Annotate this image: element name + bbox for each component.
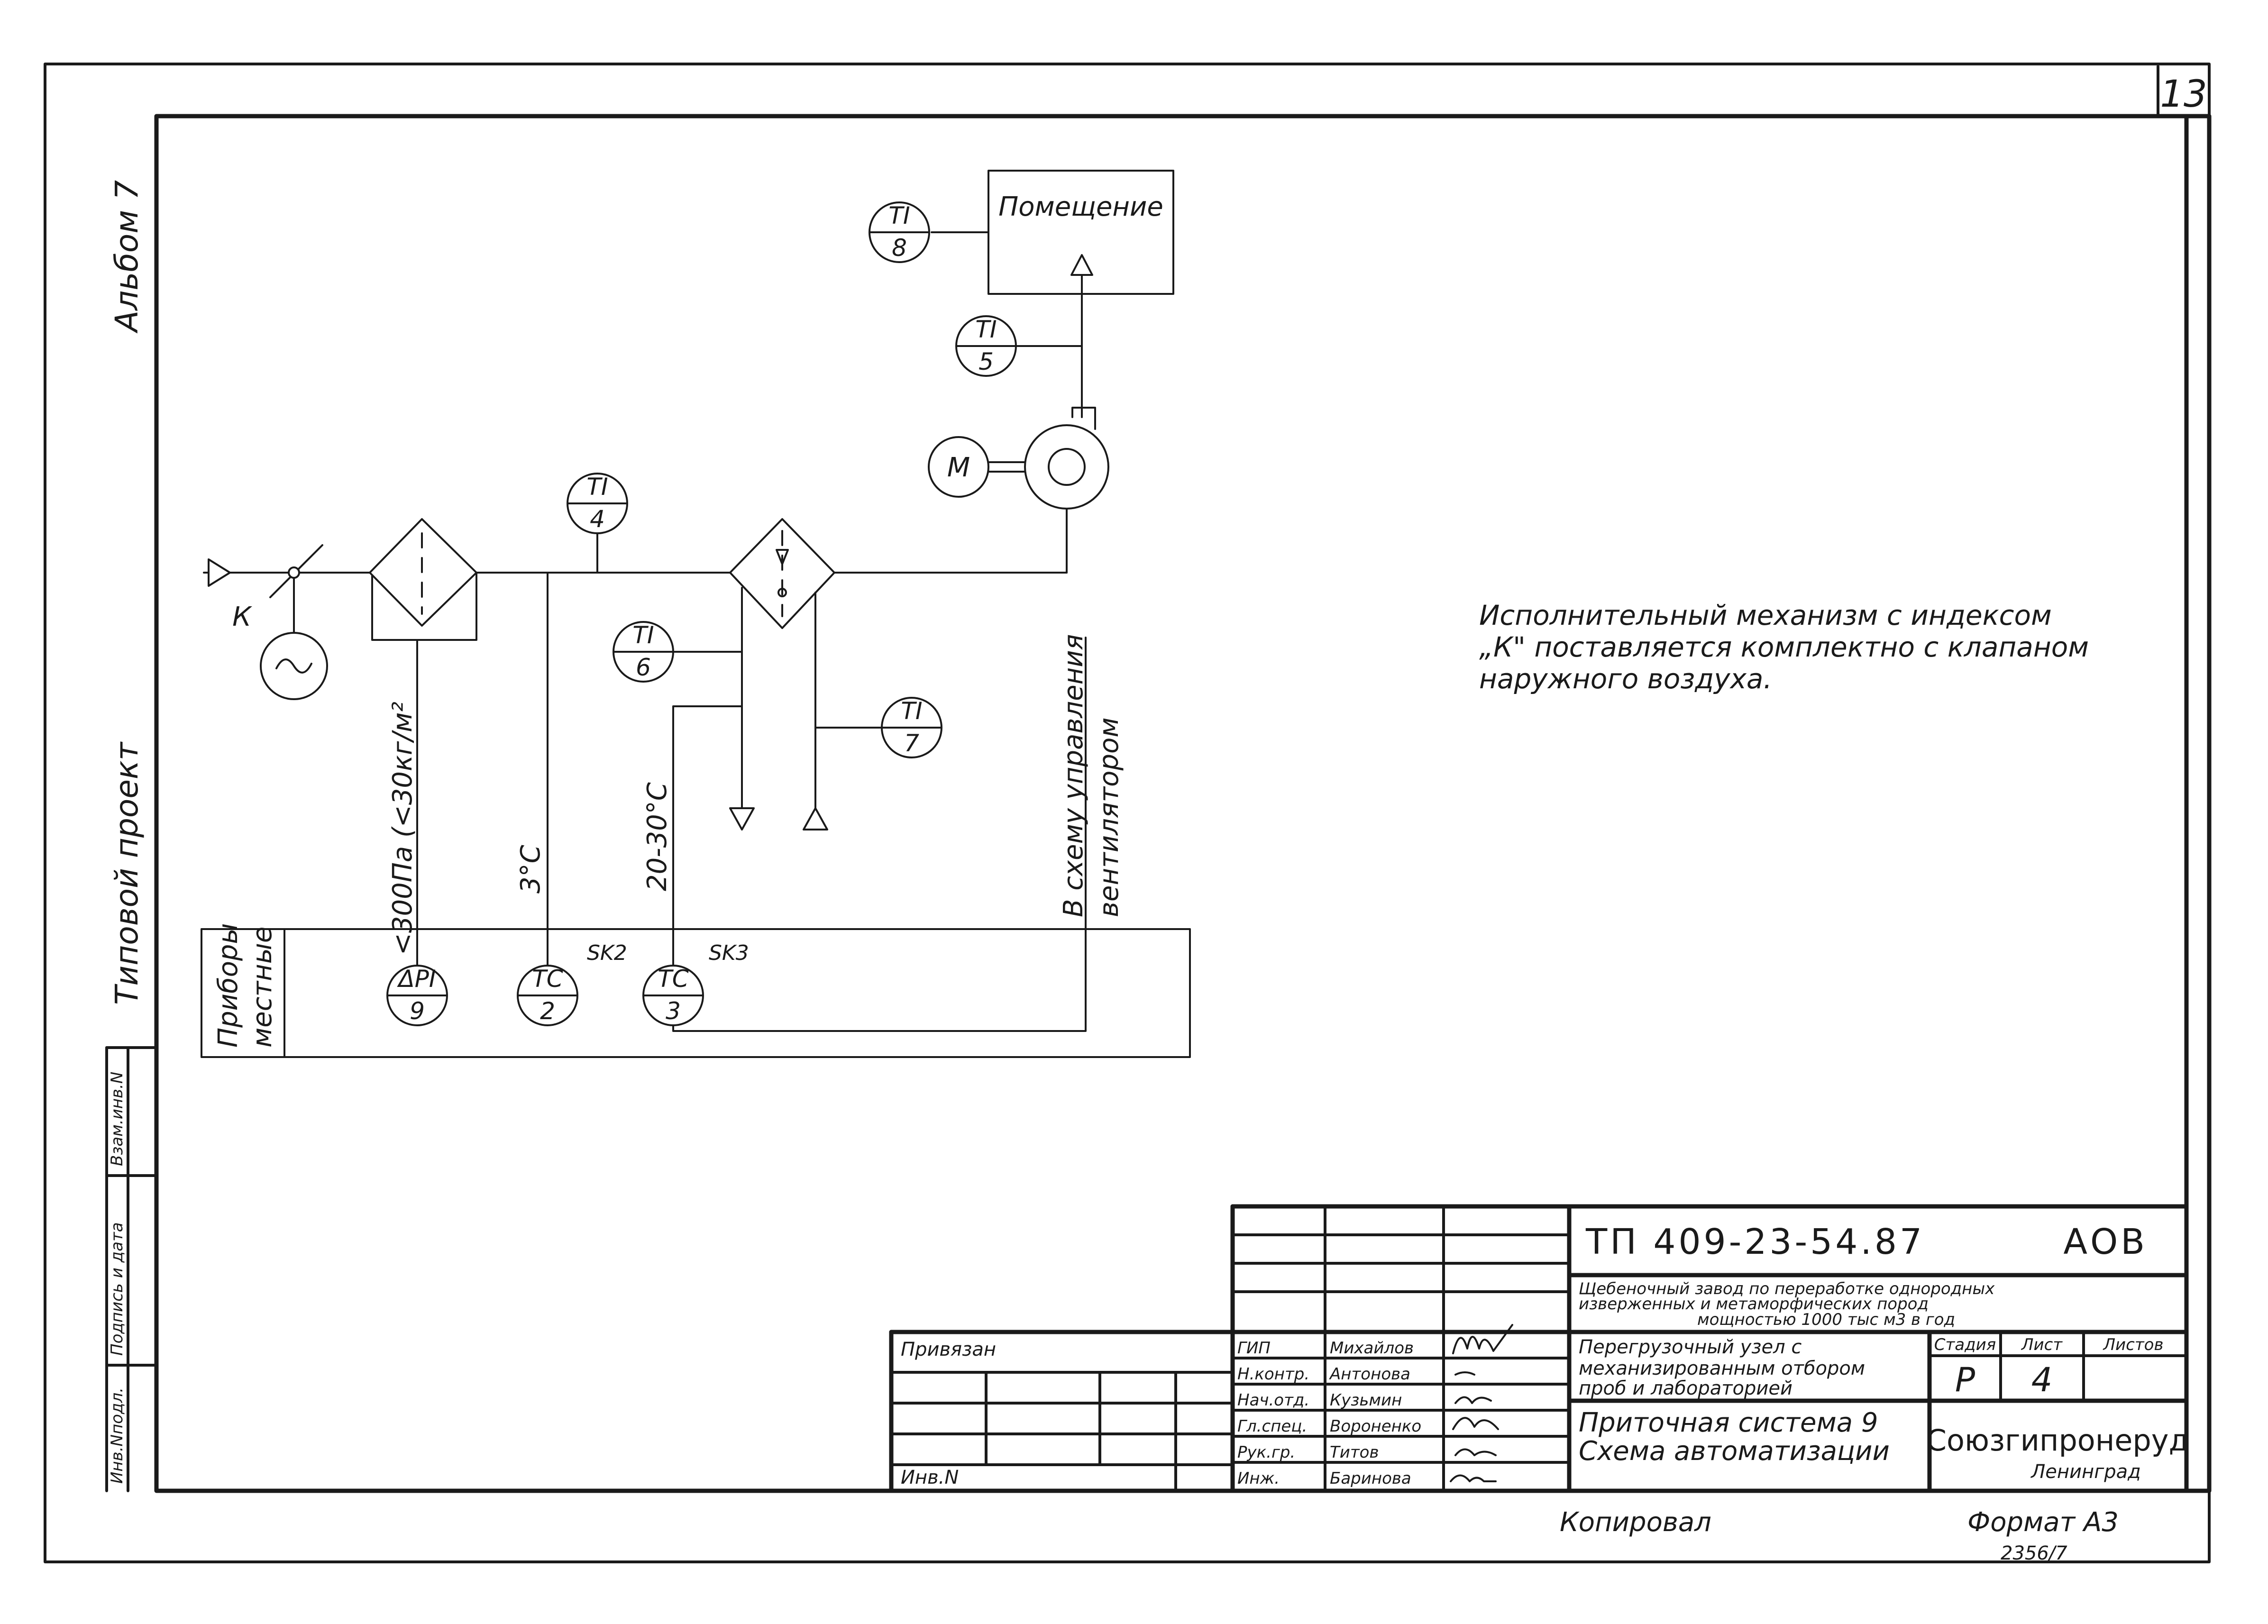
footer-number: 2356/7: [2001, 1542, 2067, 1564]
damper-label: К: [232, 602, 252, 632]
stamp-col-sign: Подпись и дата: [108, 1222, 127, 1356]
doc-mark: АОВ: [2063, 1222, 2148, 1262]
contact-sk3: SK3: [709, 941, 749, 965]
svg-text:TC: TC: [658, 965, 689, 993]
local-panel-line2: местные: [247, 927, 278, 1048]
motor-label: М: [947, 452, 970, 483]
stage-value: Р: [1955, 1360, 1975, 1399]
role-5: Инж.: [1237, 1469, 1280, 1488]
inner-frame: [154, 114, 2212, 1493]
filter-symbol: [369, 518, 477, 641]
svg-text:5: 5: [979, 348, 994, 375]
svg-text:TI: TI: [888, 202, 910, 229]
actuator-symbol: [260, 632, 328, 700]
local-panel: [201, 928, 1191, 1058]
return-water-arrow: [803, 807, 828, 830]
label-temp-20-30: 20-30°С: [642, 782, 673, 891]
note-line3: наружного воздуха.: [1479, 663, 1772, 695]
name-1: Антонова: [1329, 1365, 1410, 1384]
instrument-ti7: TI 7: [881, 697, 942, 758]
stage-header: Стадия: [1934, 1335, 1996, 1354]
svg-text:TC: TC: [532, 965, 563, 993]
side-stamp: Инв.Nподл. Подпись и дата Взам.инв.N: [105, 1046, 158, 1492]
title-block: [889, 1204, 2189, 1493]
room-label: Помещение: [998, 192, 1163, 222]
local-panel-line1: Приборы: [213, 923, 244, 1048]
outside-air-arrow: [208, 558, 231, 587]
footer-copied: Копировал: [1560, 1507, 1711, 1538]
svg-text:7: 7: [904, 730, 919, 757]
name-2: Кузьмин: [1330, 1391, 1402, 1410]
sheet-header: Лист: [2021, 1335, 2063, 1354]
stamp-col-replace: Взам.инв.N: [108, 1072, 127, 1166]
note-line1: Исполнительный механизм с индексом: [1479, 599, 2052, 631]
instrument-tc2: TC 2: [517, 965, 578, 1026]
project-type-label: Типовой проект: [109, 741, 145, 1005]
svg-text:TI: TI: [901, 697, 922, 725]
svg-text:TI: TI: [975, 316, 997, 343]
role-1: Н.контр.: [1237, 1365, 1309, 1384]
damper-symbol: [269, 544, 323, 634]
label-pressure: <300Па (<30кг/м²: [387, 702, 418, 955]
signatures: [1450, 1324, 1513, 1482]
instrument-ti6: TI 6: [613, 621, 674, 683]
project-title-2: изверженных и метаморфических пород: [1579, 1295, 1929, 1314]
heater-symbol: [729, 518, 835, 629]
sheet-number: 13: [2160, 73, 2207, 116]
org-name: Союзгипронеруд: [1926, 1423, 2189, 1458]
name-5: Баринова: [1330, 1469, 1411, 1488]
svg-text:6: 6: [636, 654, 651, 681]
fan-control-line: [672, 637, 1087, 1032]
org-city: Ленинград: [2030, 1461, 2141, 1483]
svg-text:9: 9: [410, 997, 425, 1025]
name-3: Вороненко: [1330, 1417, 1421, 1436]
tc3-impulse: [672, 705, 743, 968]
sheets-header: Листов: [2102, 1335, 2163, 1354]
svg-text:TI: TI: [586, 473, 608, 501]
album-label: Альбом 7: [109, 180, 145, 334]
supply-arrow-room: [1070, 254, 1093, 276]
sheet-title-2: Схема автоматизации: [1579, 1436, 1890, 1467]
instrument-ti5: TI 5: [955, 315, 1017, 377]
object-2: механизированным отбором: [1579, 1358, 1865, 1379]
svg-text:8: 8: [892, 234, 907, 262]
name-4: Титов: [1330, 1443, 1379, 1462]
contact-sk2: SK2: [587, 941, 627, 965]
inv-label: Инв.N: [901, 1467, 959, 1488]
object-1: Перегрузочный узел с: [1579, 1336, 1802, 1358]
label-fan-control-1: В схему управления: [1058, 634, 1089, 917]
supply-water-arrow: [729, 807, 755, 830]
sheet-value: 4: [2031, 1360, 2053, 1399]
duct-to-fan: [833, 508, 1068, 574]
project-title-1: Щебеночный завод по переработке однородн…: [1579, 1279, 1995, 1298]
label-temp-3: 3°С: [515, 845, 546, 894]
note-line2: „К" поставляется комплектно с клапаном: [1479, 631, 2089, 663]
instrument-tc3: TC 3: [642, 965, 704, 1026]
instrument-ti4: TI 4: [567, 473, 628, 534]
doc-code: ТП 409-23-54.87: [1585, 1222, 1925, 1262]
label-fan-control-2: вентилятором: [1094, 717, 1125, 917]
svg-text:2: 2: [540, 997, 555, 1025]
tied-label: Привязан: [901, 1339, 996, 1360]
name-0: Михайлов: [1330, 1339, 1414, 1358]
footer-format: Формат А3: [1967, 1507, 2119, 1538]
role-3: Гл.спец.: [1237, 1417, 1307, 1436]
svg-text:TI: TI: [632, 621, 654, 649]
instrument-dpi9: ΔPI 9: [386, 965, 448, 1026]
svg-text:3: 3: [666, 997, 681, 1025]
object-3: проб и лабораторией: [1579, 1378, 1792, 1399]
role-4: Рук.гр.: [1237, 1443, 1295, 1462]
svg-text:ΔPI: ΔPI: [396, 965, 436, 993]
motor-symbol: [928, 436, 989, 498]
svg-text:4: 4: [590, 505, 605, 533]
stamp-col-inv: Инв.Nподл.: [108, 1387, 127, 1484]
fan-symbol: [1024, 407, 1109, 510]
project-title-3: мощностью 1000 тыс м3 в год: [1697, 1310, 1955, 1329]
role-0: ГИП: [1237, 1339, 1271, 1358]
outer-frame: [44, 63, 2211, 1563]
role-2: Нач.отд.: [1237, 1391, 1309, 1410]
instrument-ti8: TI 8: [869, 201, 930, 263]
sheet-title-1: Приточная система 9: [1579, 1407, 1878, 1438]
